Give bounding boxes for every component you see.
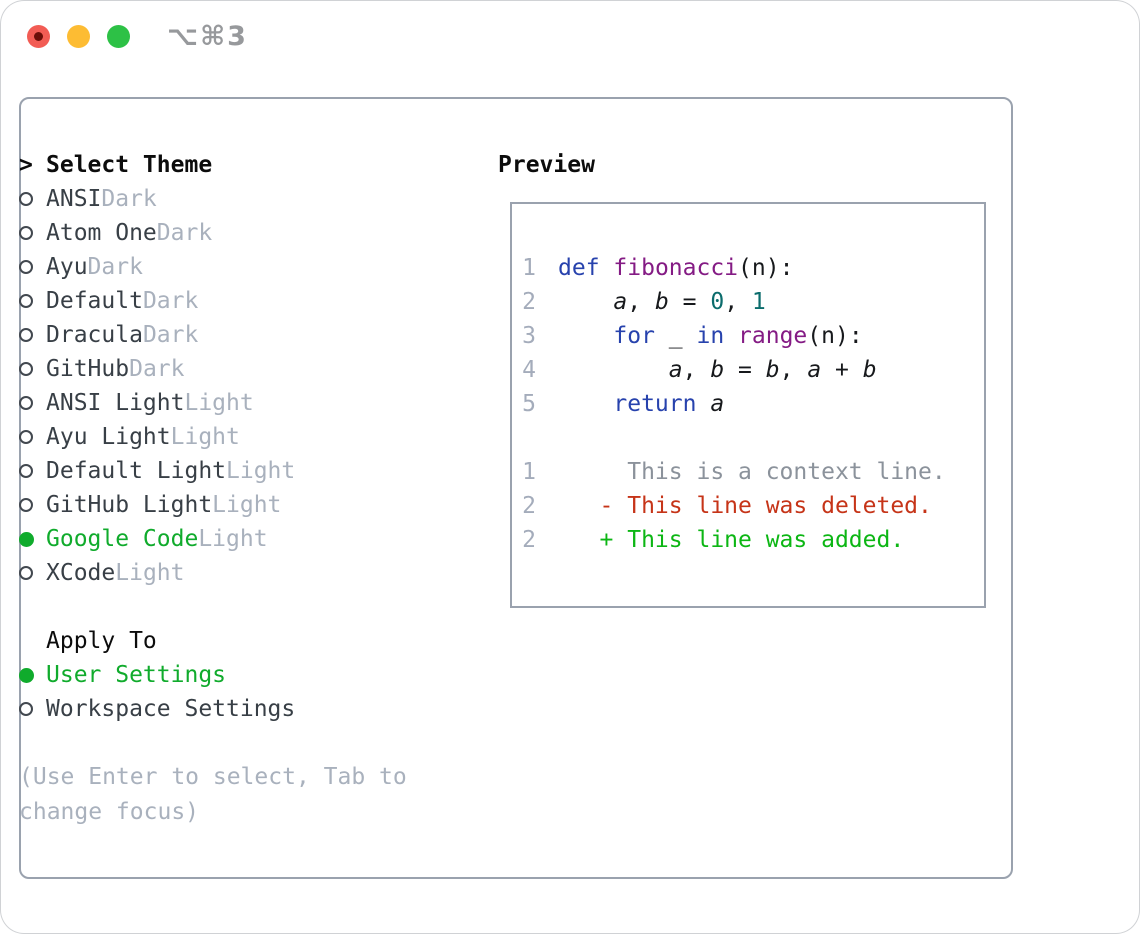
theme-variant-tag: Dark — [142, 322, 199, 348]
theme-variant-tag: Light — [170, 424, 240, 450]
theme-item-label: GitHub Light — [46, 492, 213, 518]
code-line: 4 a, b = b, a + b — [512, 353, 984, 387]
radio-icon — [19, 566, 33, 580]
line-number: 3 — [522, 323, 536, 349]
radio-icon — [19, 328, 33, 342]
apply-option-user-settings[interactable]: User Settings — [19, 658, 459, 692]
theme-item-github-light[interactable]: GitHub Light Light — [19, 488, 459, 522]
apply-to-title: Apply To — [46, 628, 157, 654]
theme-list-title: Select Theme — [46, 152, 213, 178]
radio-icon — [19, 396, 33, 410]
code-line-content: a, b = b, a + b — [668, 357, 877, 383]
theme-item-ayu-light[interactable]: Ayu Light Light — [19, 420, 459, 454]
apply-option-workspace-settings[interactable]: Workspace Settings — [19, 692, 459, 726]
apply-option-label: User Settings — [46, 662, 227, 688]
radio-icon — [19, 362, 33, 376]
line-number: 1 — [522, 255, 536, 281]
radio-icon — [19, 260, 33, 274]
theme-variant-tag: Dark — [142, 288, 199, 314]
line-number: 2 — [522, 493, 536, 519]
theme-item-label: Atom One — [46, 220, 157, 246]
theme-item-label: ANSI Light — [46, 390, 185, 416]
theme-item-label: Ayu Light — [46, 424, 171, 450]
theme-item-default[interactable]: Default Dark — [19, 284, 459, 318]
code-line-content: for _ in range(n): — [613, 323, 863, 349]
radio-icon — [19, 430, 33, 444]
code-line-content: def fibonacci(n): — [558, 255, 794, 281]
radio-icon — [19, 464, 33, 478]
code-line-content: This is a context line. — [558, 459, 946, 485]
minimize-window-icon[interactable] — [67, 25, 90, 48]
theme-item-dracula[interactable]: Dracula Dark — [19, 318, 459, 352]
theme-item-label: Google Code — [46, 526, 199, 552]
code-line — [512, 421, 984, 455]
theme-item-ansi[interactable]: ANSI Dark — [19, 182, 459, 216]
theme-item-default-light[interactable]: Default Light Light — [19, 454, 459, 488]
code-line-content: a, b = 0, 1 — [613, 289, 766, 315]
line-number: 2 — [522, 527, 536, 553]
line-number: 5 — [522, 391, 536, 417]
theme-variant-tag: Light — [212, 492, 282, 518]
selected-radio-icon — [19, 667, 34, 683]
preview-title: Preview — [498, 152, 595, 178]
theme-variant-tag: Dark — [101, 186, 157, 212]
selected-radio-icon — [19, 531, 34, 547]
zoom-window-icon[interactable] — [107, 25, 130, 48]
theme-item-atom-one[interactable]: Atom One Dark — [19, 216, 459, 250]
theme-item-label: ANSI — [46, 186, 102, 212]
theme-variant-tag: Light — [226, 458, 296, 484]
theme-item-ansi-light[interactable]: ANSI Light Light — [19, 386, 459, 420]
line-number: 2 — [522, 289, 536, 315]
radio-icon — [19, 294, 33, 308]
theme-item-github[interactable]: GitHub Dark — [19, 352, 459, 386]
theme-variant-tag: Light — [184, 390, 254, 416]
apply-to-header: Apply To — [19, 624, 459, 658]
theme-item-label: Default — [46, 288, 143, 314]
radio-icon — [19, 226, 33, 240]
help-text: (Use Enter to select, Tab to change focu… — [19, 764, 407, 825]
keyboard-shortcut-label: ⌥⌘3 — [167, 21, 248, 52]
theme-variant-tag: Light — [198, 526, 268, 552]
code-line: 2 + This line was added. — [512, 523, 984, 557]
close-window-icon[interactable] — [27, 25, 50, 48]
theme-item-label: XCode — [46, 560, 116, 586]
apply-option-label: Workspace Settings — [46, 696, 296, 722]
code-line-content: return a — [613, 391, 725, 417]
code-line: 1 This is a context line. — [512, 455, 984, 489]
code-line: 2 a, b = 0, 1 — [512, 285, 984, 319]
radio-icon — [19, 498, 33, 512]
radio-icon — [19, 702, 33, 716]
theme-item-label: Dracula — [46, 322, 143, 348]
theme-variant-tag: Dark — [129, 356, 185, 382]
code-line-content: - This line was deleted. — [558, 493, 932, 519]
theme-item-xcode[interactable]: XCode Light — [19, 556, 459, 590]
code-line: 5 return a — [512, 387, 984, 421]
theme-list-header: > Select Theme — [19, 148, 459, 182]
theme-item-label: GitHub — [46, 356, 130, 382]
theme-item-label: Ayu — [46, 254, 88, 280]
theme-variant-tag: Dark — [156, 220, 213, 246]
code-line-content: + This line was added. — [558, 527, 905, 553]
theme-item-google-code[interactable]: Google Code Light — [19, 522, 459, 556]
code-line: 2 - This line was deleted. — [512, 489, 984, 523]
prompt-icon: > — [19, 152, 33, 178]
theme-variant-tag: Light — [115, 560, 185, 586]
theme-variant-tag: Dark — [87, 254, 143, 280]
line-number: 4 — [522, 357, 536, 383]
line-number: 1 — [522, 459, 536, 485]
radio-icon — [19, 192, 33, 206]
traffic-lights — [27, 25, 130, 48]
code-line: 1 def fibonacci(n): — [512, 251, 984, 285]
theme-item-label: Default Light — [46, 458, 227, 484]
theme-item-ayu[interactable]: Ayu Dark — [19, 250, 459, 284]
code-line: 3 for _ in range(n): — [512, 319, 984, 353]
